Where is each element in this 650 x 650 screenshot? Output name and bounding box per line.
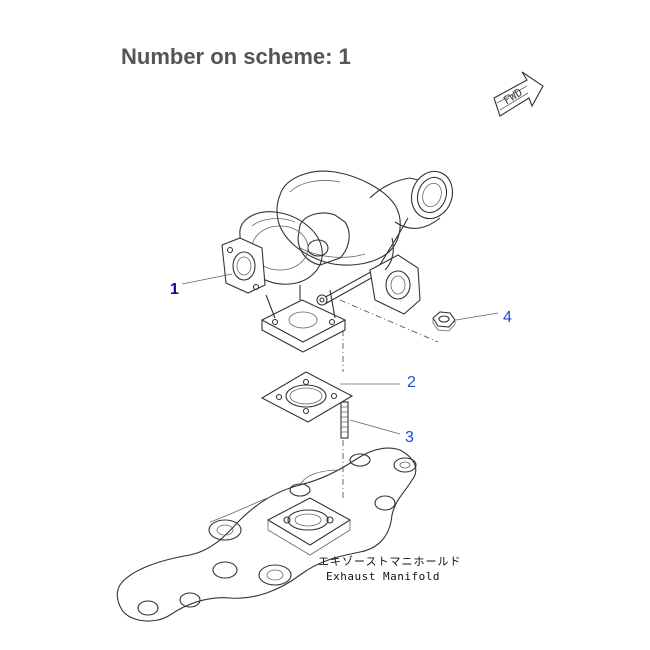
stud bbox=[340, 401, 349, 439]
leader-lines bbox=[181, 273, 499, 435]
turbocharger bbox=[221, 170, 454, 353]
callout-2[interactable]: 2 bbox=[407, 374, 416, 391]
callout-3[interactable]: 3 bbox=[405, 429, 414, 446]
fwd-arrow-icon bbox=[493, 71, 544, 117]
page-title: Number on scheme: 1 bbox=[121, 44, 351, 69]
manifold-label-jp: エキゾーストマニホールド bbox=[318, 555, 462, 568]
exhaust-manifold bbox=[116, 447, 417, 622]
nut bbox=[432, 311, 456, 332]
callout-4[interactable]: 4 bbox=[503, 309, 512, 326]
manifold-label-en: Exhaust Manifold bbox=[326, 570, 440, 583]
callout-1[interactable]: 1 bbox=[170, 281, 179, 298]
gasket bbox=[260, 371, 354, 423]
